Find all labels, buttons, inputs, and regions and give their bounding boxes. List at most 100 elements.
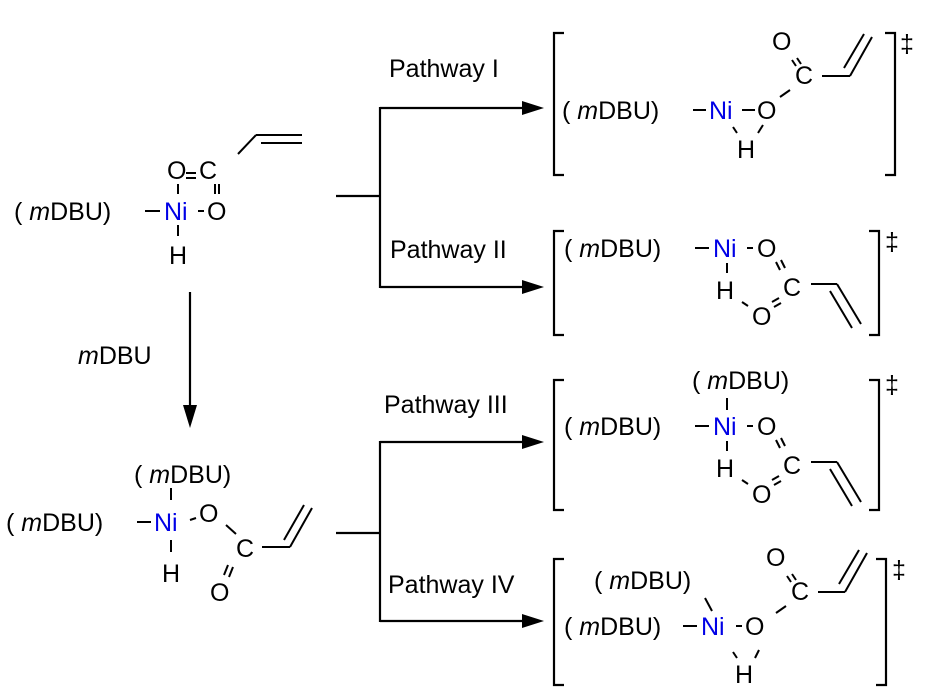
nickel-atom: Ni: [701, 613, 725, 641]
oxygen-atom: O: [757, 97, 776, 125]
dagger-symbol: ‡: [885, 228, 899, 256]
arrow-head: [183, 405, 197, 428]
oxygen-atom: O: [752, 481, 771, 509]
oxygen-atom: O: [210, 579, 229, 607]
hydrogen-atom: H: [716, 277, 734, 305]
oxygen-atom: O: [766, 544, 785, 572]
dagger-symbol: ‡: [885, 371, 899, 399]
double-bond: [796, 57, 802, 65]
double-bond: [773, 302, 782, 308]
dagger-symbol: ‡: [900, 30, 914, 58]
bond: [779, 89, 791, 98]
pathway-label-2: Pathway II: [390, 236, 507, 264]
partial-bond: [754, 649, 760, 659]
carbon-atom: C: [783, 274, 801, 302]
oxygen-atom: O: [207, 198, 226, 226]
double-bond: [283, 504, 305, 541]
ligand-label: ( mDBU): [594, 567, 691, 595]
double-bond: [791, 59, 797, 67]
carbon-atom: C: [199, 157, 217, 185]
hydrogen-atom: H: [735, 661, 753, 689]
double-bond: [780, 437, 786, 447]
ligand-label: ( mDBU): [562, 97, 659, 125]
reagent-label: mDBU: [78, 342, 152, 370]
ligand-label: ( mDBU): [564, 413, 661, 441]
carbon-atom: C: [791, 578, 809, 606]
oxygen-atom: O: [772, 28, 791, 56]
double-bond: [849, 36, 873, 77]
double-bond: [836, 461, 862, 503]
dagger-symbol: ‡: [892, 556, 906, 584]
bracket-right: [869, 378, 881, 512]
hydrogen-atom: H: [162, 560, 180, 588]
pathway-label-4: Pathway IV: [388, 571, 515, 599]
double-bond: [786, 575, 792, 583]
hydrogen-atom: H: [737, 136, 755, 164]
double-bond: [223, 564, 229, 576]
bracket-left: [552, 31, 564, 177]
nickel-atom: Ni: [713, 235, 737, 263]
pathway-label-3: Pathway III: [384, 391, 508, 419]
partial-bond: [741, 301, 749, 307]
oxygen-atom: O: [757, 413, 776, 441]
double-bond: [771, 475, 780, 481]
partial-bond: [757, 124, 764, 134]
arrow-head: [522, 280, 544, 294]
bracket-right: [869, 229, 881, 337]
double-bond: [775, 261, 781, 271]
partial-bond: [741, 479, 749, 485]
transition-state-1: ‡ ( mDBU) Ni O H C O: [552, 28, 914, 177]
bond: [225, 524, 237, 535]
nickel-atom: Ni: [713, 413, 737, 441]
branch-arrows-top: Pathway I Pathway II: [336, 55, 544, 294]
double-bond: [838, 549, 860, 585]
double-bond: [843, 33, 865, 69]
nickel-atom: Ni: [154, 509, 178, 537]
partial-bond: [732, 651, 738, 659]
ligand-label: ( mDBU): [564, 235, 661, 263]
hydrogen-atom: H: [716, 455, 734, 483]
double-bond: [289, 507, 313, 548]
double-bond: [771, 297, 780, 303]
bis-ligand-complex: ( mDBU) ( mDBU) Ni O C O H: [6, 461, 313, 607]
transition-state-3: ‡ ( mDBU) ( mDBU) Ni O H O C: [552, 367, 899, 512]
double-bond: [228, 566, 234, 578]
reagent-arrow: mDBU: [78, 292, 197, 428]
oxygen-atom: O: [167, 157, 186, 185]
nickel-atom: Ni: [164, 198, 188, 226]
ligand-label: ( mDBU): [6, 509, 103, 537]
double-bond: [775, 439, 781, 449]
ligand-label: ( mDBU): [692, 367, 789, 395]
bond: [237, 134, 257, 155]
hydrogen-atom: H: [169, 242, 187, 270]
nickel-atom: Ni: [709, 97, 733, 125]
bracket-right: [876, 557, 888, 687]
bond: [775, 605, 787, 614]
ligand-label: ( mDBU): [14, 198, 111, 226]
pathway-label-1: Pathway I: [389, 55, 499, 83]
bracket-right: [885, 31, 897, 177]
bond: [704, 597, 713, 612]
carbon-atom: C: [795, 62, 813, 90]
double-bond: [791, 573, 797, 581]
transition-state-2: ‡ ( mDBU) Ni O H O C: [552, 228, 899, 337]
oxygen-atom: O: [745, 613, 764, 641]
double-bond: [836, 283, 862, 325]
arrow-head: [522, 101, 544, 115]
transition-state-4: ‡ ( mDBU) ( mDBU) Ni O H C O: [552, 544, 906, 689]
bracket-left: [552, 557, 564, 687]
oxygen-atom: O: [757, 235, 776, 263]
starting-complex: ( mDBU) Ni O O C H: [14, 134, 302, 270]
bond: [189, 517, 197, 521]
double-bond: [780, 259, 786, 269]
oxygen-atom: O: [199, 500, 218, 528]
carbon-atom: C: [236, 535, 254, 563]
carbon-atom: C: [783, 452, 801, 480]
arrow-head: [522, 614, 544, 628]
double-bond: [829, 468, 853, 507]
branch-arrows-bottom: Pathway III Pathway IV: [336, 391, 544, 628]
ligand-label: ( mDBU): [134, 461, 231, 489]
partial-bond: [732, 126, 738, 134]
double-bond: [844, 552, 868, 593]
